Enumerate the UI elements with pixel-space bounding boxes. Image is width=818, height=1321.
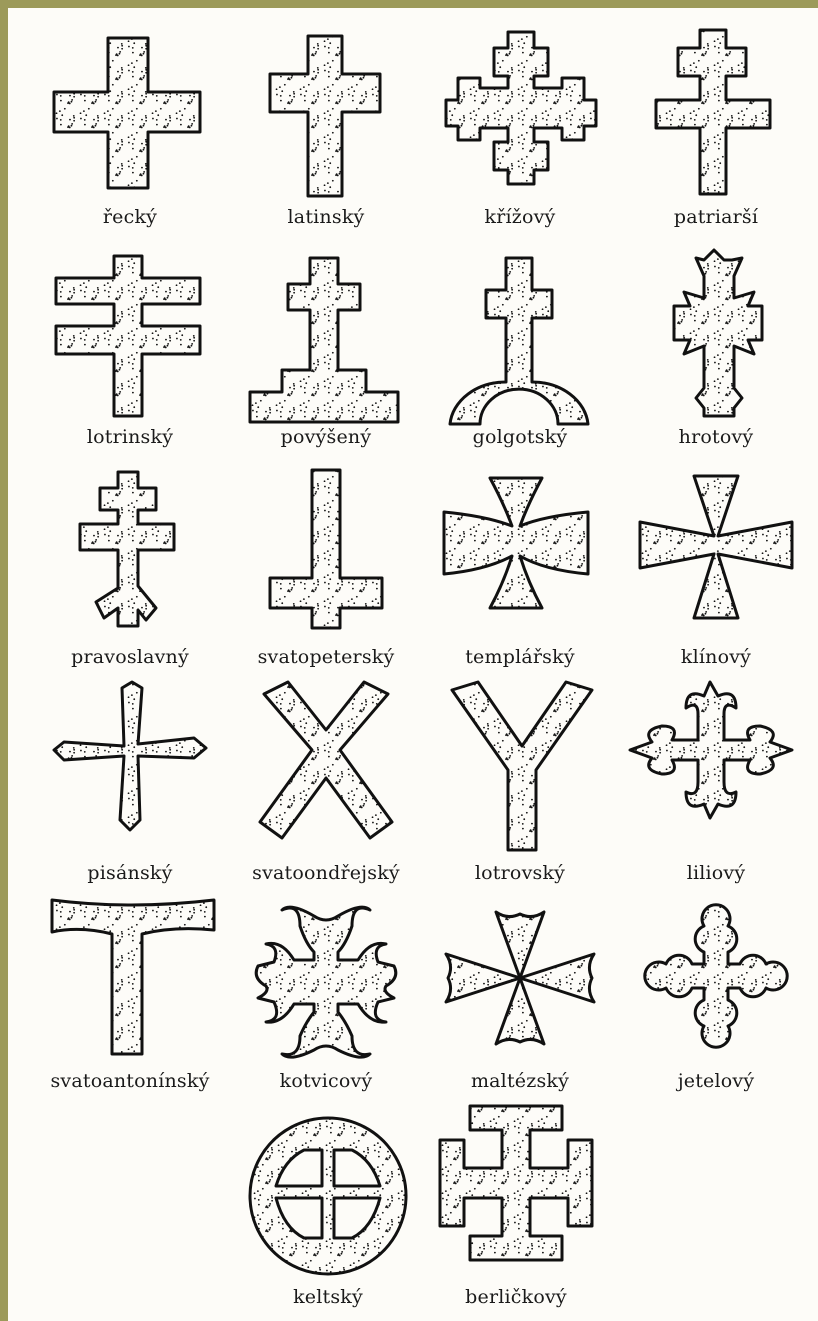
cross-label: hrotový [616,426,816,448]
cross-berlickovy: berličkový [416,1096,616,1314]
cross-lotrinsky: lotrinský [30,236,230,454]
fleury-cross-icon [620,674,812,864]
cross-label: latinský [226,206,426,228]
cross-recky: řecký [30,16,230,234]
potent-cross-icon [420,1098,612,1288]
cross-label: templářský [420,646,620,668]
cross-label: pravoslavný [30,646,230,668]
cross-liliovy: liliový [616,672,816,890]
wedge-cross-icon [620,458,812,648]
greek-cross-icon [34,18,226,208]
cross-krizovy: křížový [420,16,620,234]
cross-povyseny: povýšený [226,236,426,454]
cross-kotvicovy: kotvicový [226,880,426,1098]
latin-cross-icon [230,18,422,208]
cross-label: patriarší [616,206,816,228]
trefoil-cross-icon [620,882,812,1072]
cross-label: řecký [30,206,230,228]
cross-golgotsky: golgotský [420,236,620,454]
cross-pravoslavny: pravoslavný [30,456,230,674]
cross-svatopetersky: svatopeterský [226,456,426,674]
cross-label: povýšený [226,426,426,448]
celtic-disc-cross-icon [232,1098,424,1288]
cross-keltsky: keltský [228,1096,428,1314]
templar-cross-icon [424,458,616,648]
cross-label: svatoantonínský [30,1070,230,1092]
cross-label: maltézský [420,1070,620,1092]
cross-label: svatopeterský [226,646,426,668]
anchor-cross-icon [230,882,422,1072]
maltese-cross-icon [424,882,616,1072]
cross-label: lotrinský [30,426,230,448]
cross-svatoondrejsky: svatoondřejský [226,672,426,890]
cross-label: golgotský [420,426,620,448]
spiked-cross-icon [620,238,812,428]
cross-label: keltský [228,1286,428,1308]
cross-svatoantoninsky: svatoantonínský [30,880,230,1098]
forked-y-cross-icon [424,674,616,864]
cross-label: kotvicový [226,1070,426,1092]
cross-label: křížový [420,206,620,228]
crosslet-cross-icon [424,18,616,208]
cross-templarsky: templářský [420,456,620,674]
cross-latinsky: latinský [226,16,426,234]
cross-hrotovy: hrotový [616,236,816,454]
lorraine-cross-icon [34,238,226,428]
patriarchal-cross-icon [620,18,812,208]
cross-klinovy: klínový [616,456,816,674]
pisan-cross-icon [34,674,226,864]
cross-label: jetelový [616,1070,816,1092]
cross-jetelovy: jetelový [616,880,816,1098]
cross-label: klínový [616,646,816,668]
orthodox-cross-icon [34,458,226,648]
saltire-cross-icon [230,674,422,864]
golgotha-arch-cross-icon [424,238,616,428]
tau-cross-icon [34,882,226,1072]
inverted-cross-icon [230,458,422,648]
calvary-steps-cross-icon [230,238,422,428]
cross-maltezsky: maltézský [420,880,620,1098]
cross-patriarsi: patriarší [616,16,816,234]
cross-label: berličkový [416,1286,616,1308]
cross-lotrovsky: lotrovský [420,672,620,890]
cross-pisansky: pisánský [30,672,230,890]
